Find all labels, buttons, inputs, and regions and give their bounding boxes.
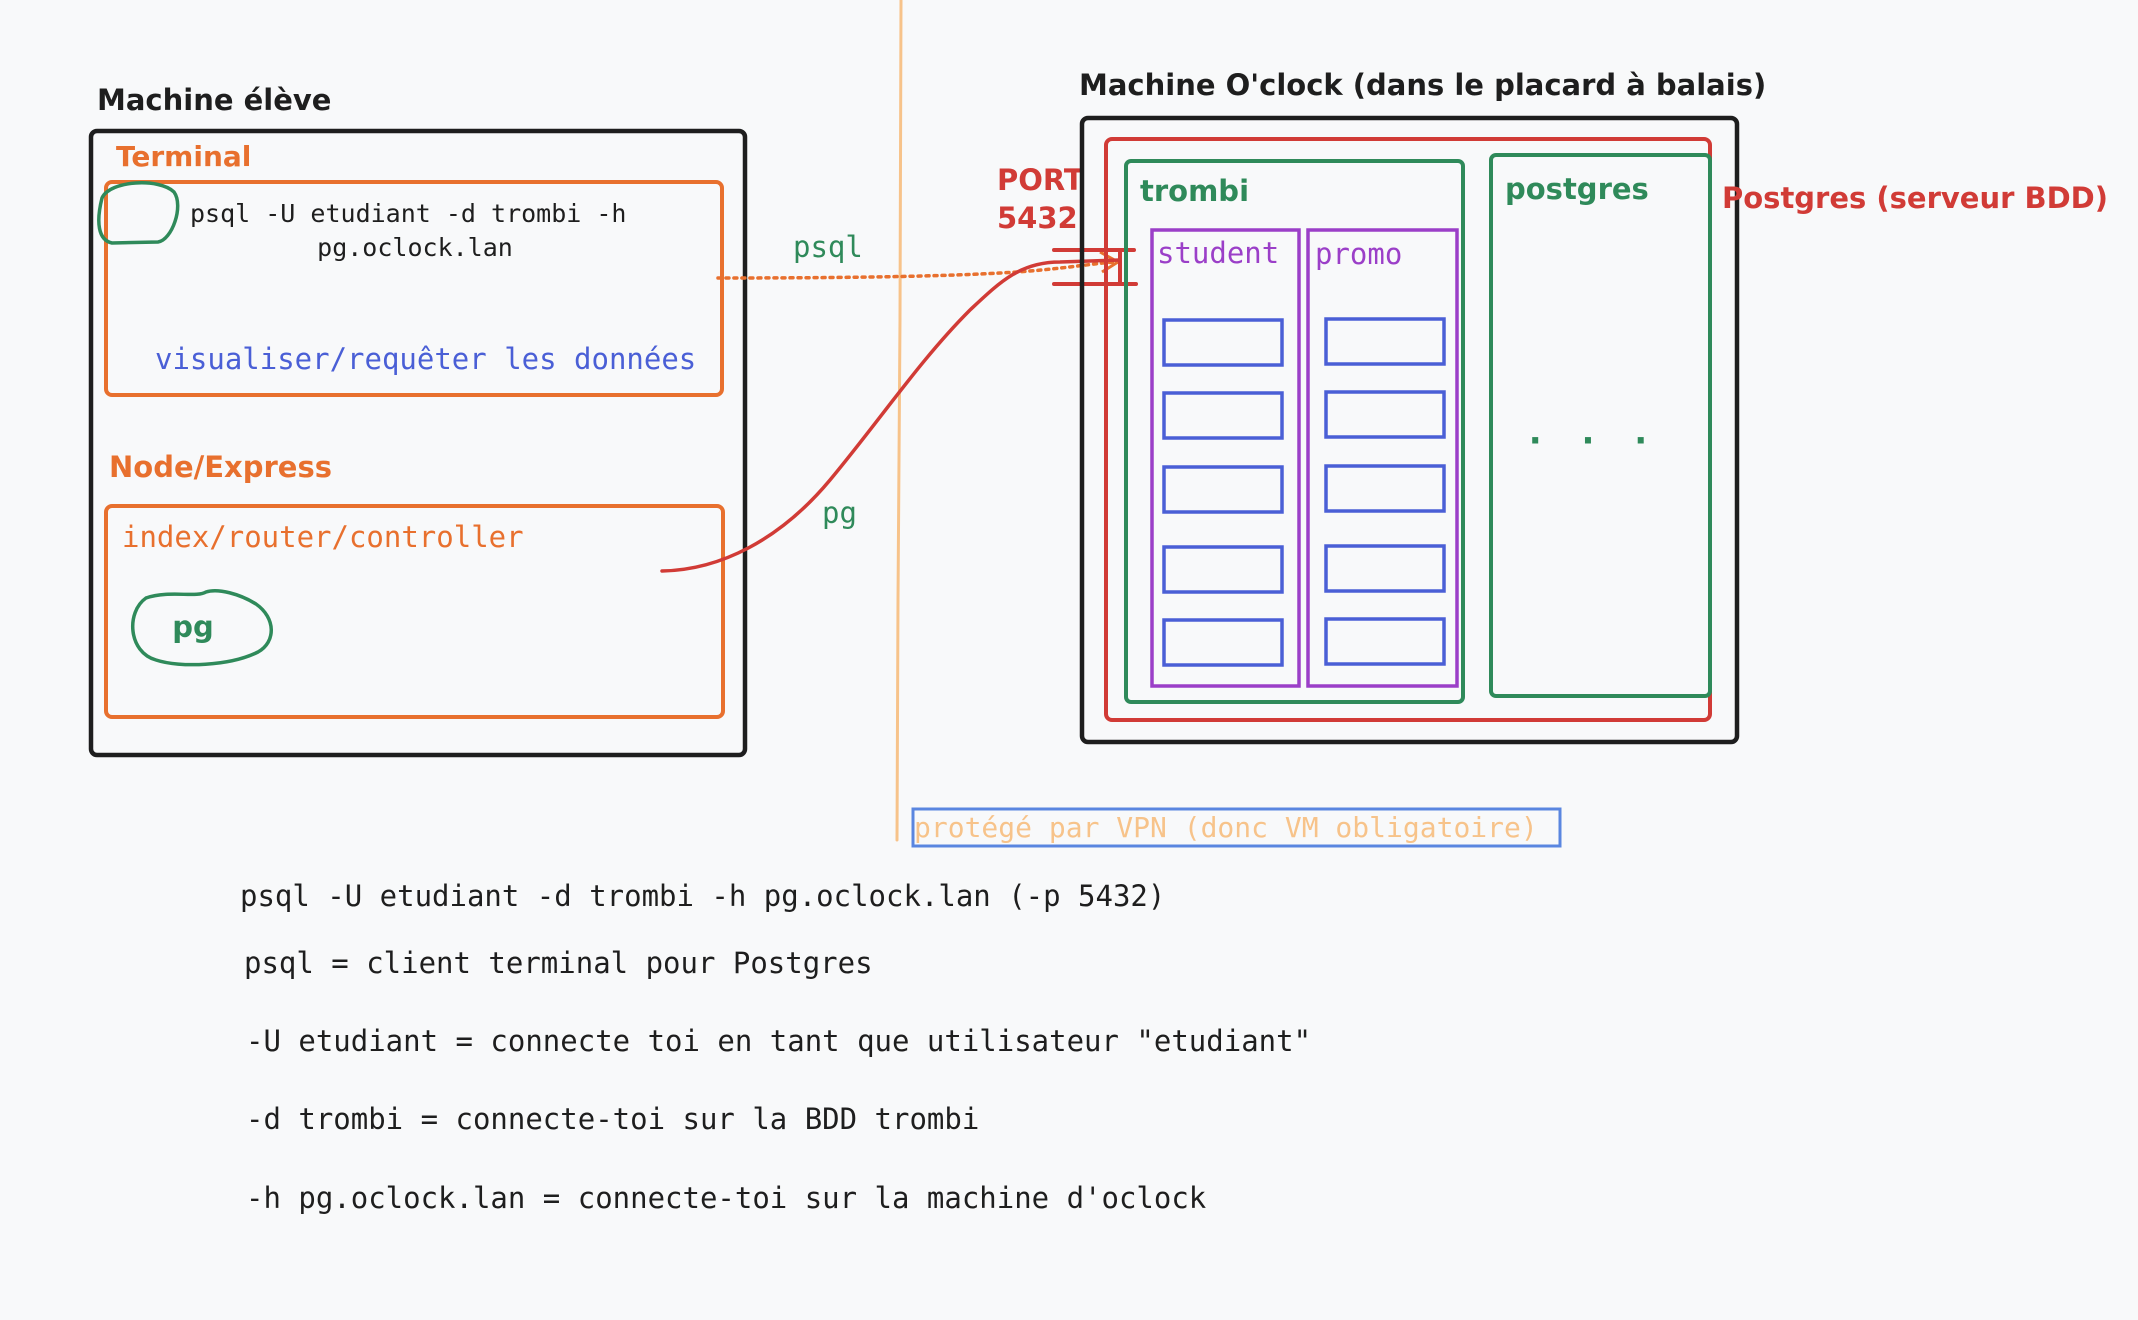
- terminal-cursor-scribble: [97, 181, 180, 245]
- vpn-label-box: [911, 807, 1562, 848]
- port-label-line2: 5432: [997, 201, 1078, 235]
- table-student-rows: [1162, 318, 1284, 667]
- port-label-line1: PORT: [997, 163, 1084, 197]
- pg-lib-label: pg: [172, 610, 214, 644]
- postgres-server-label: Postgres (serveur BDD): [1722, 181, 2108, 215]
- terminal-box: [104, 180, 724, 397]
- table-student-box: [1150, 228, 1301, 688]
- student-row: [1162, 318, 1284, 367]
- promo-row: [1324, 617, 1446, 666]
- promo-row: [1324, 317, 1446, 366]
- student-row: [1162, 465, 1284, 514]
- table-promo-rows: [1324, 317, 1446, 666]
- vpn-separator-line: [895, 0, 903, 842]
- table-promo-box: [1306, 228, 1459, 688]
- student-row: [1162, 391, 1284, 440]
- psql-connection-label: psql: [793, 230, 863, 264]
- db-postgres-box: [1489, 153, 1712, 698]
- student-machine-box: [88, 128, 748, 758]
- terminal-command-line2: pg.oclock.lan: [317, 233, 513, 262]
- note-psql: psql = client terminal pour Postgres: [244, 946, 873, 980]
- server-machine-box: [1079, 115, 1740, 745]
- vpn-label: protégé par VPN (donc VM obligatoire): [914, 811, 1538, 844]
- note-user: -U etudiant = connecte toi en tant que u…: [246, 1024, 1311, 1058]
- pg-lib-scribble: [131, 589, 273, 667]
- server-machine-title: Machine O'clock (dans le placard à balai…: [1079, 68, 1766, 102]
- db-postgres-label: postgres: [1505, 172, 1649, 206]
- table-student-label: student: [1157, 236, 1279, 270]
- db-more-ellipsis: · · ·: [1529, 421, 1661, 461]
- promo-row: [1324, 544, 1446, 593]
- node-express-box: [104, 504, 725, 719]
- student-machine-title: Machine élève: [97, 83, 331, 117]
- table-promo-label: promo: [1315, 237, 1402, 271]
- port-marker: [1052, 248, 1138, 286]
- promo-row: [1324, 464, 1446, 513]
- note-full-command: psql -U etudiant -d trombi -h pg.oclock.…: [240, 879, 1165, 913]
- student-row: [1162, 618, 1284, 667]
- note-database: -d trombi = connecte-toi sur la BDD trom…: [246, 1102, 979, 1136]
- terminal-command-line1: psql -U etudiant -d trombi -h: [190, 199, 627, 228]
- note-host: -h pg.oclock.lan = connecte-toi sur la m…: [246, 1181, 1207, 1215]
- node-express-label: Node/Express: [109, 450, 332, 484]
- psql-connection-dotted: [716, 260, 1120, 280]
- node-express-files: index/router/controller: [122, 520, 524, 554]
- pg-connection-label: pg: [822, 496, 857, 530]
- terminal-purpose: visualiser/requêter les données: [155, 342, 696, 376]
- student-row: [1162, 545, 1284, 594]
- terminal-label: Terminal: [116, 140, 251, 173]
- pg-connection-line: [660, 258, 1122, 573]
- db-trombi-box: [1124, 159, 1465, 704]
- promo-row: [1324, 390, 1446, 439]
- db-trombi-label: trombi: [1140, 174, 1249, 208]
